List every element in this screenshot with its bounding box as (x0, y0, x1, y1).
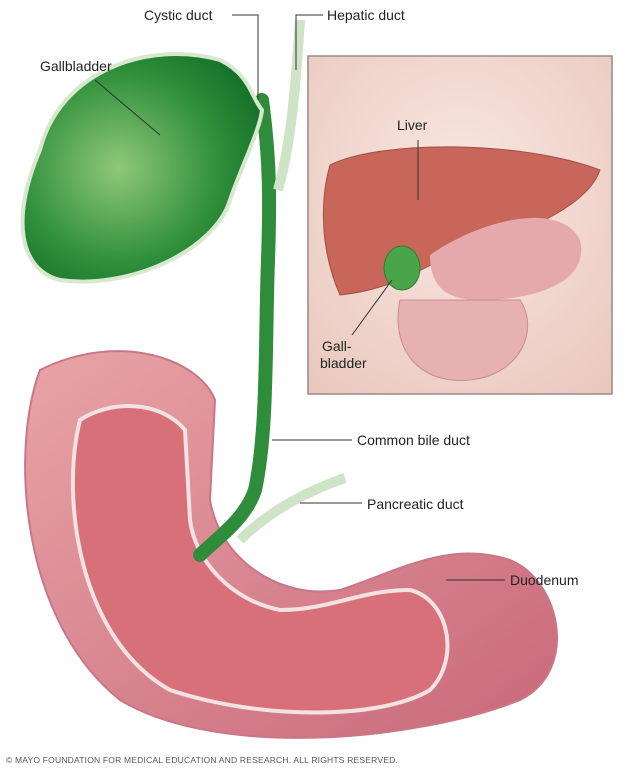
inset-panel (307, 55, 613, 395)
inset-gallbladder (383, 245, 421, 291)
label-duodenum: Duodenum (510, 572, 579, 588)
label-inset-gallbladder-1: Gall- (322, 338, 352, 354)
label-pancreatic-duct: Pancreatic duct (367, 496, 464, 512)
label-inset-gallbladder-2: bladder (320, 355, 367, 371)
label-hepatic-duct: Hepatic duct (327, 7, 405, 23)
label-common-bile-duct: Common bile duct (357, 432, 470, 448)
duodenum (24, 350, 558, 739)
label-gallbladder: Gallbladder (40, 58, 112, 74)
leader-lines (94, 14, 505, 581)
inset-stomach (430, 217, 582, 300)
gallbladder (20, 52, 265, 284)
common-bile-duct (193, 93, 277, 562)
copyright-notice: © MAYO FOUNDATION FOR MEDICAL EDUCATION … (6, 755, 398, 765)
hepatic-duct (273, 19, 305, 192)
label-cystic-duct: Cystic duct (144, 7, 213, 23)
inset-duodenum (397, 299, 529, 381)
label-liver: Liver (397, 117, 428, 133)
pancreatic-duct (236, 473, 347, 544)
